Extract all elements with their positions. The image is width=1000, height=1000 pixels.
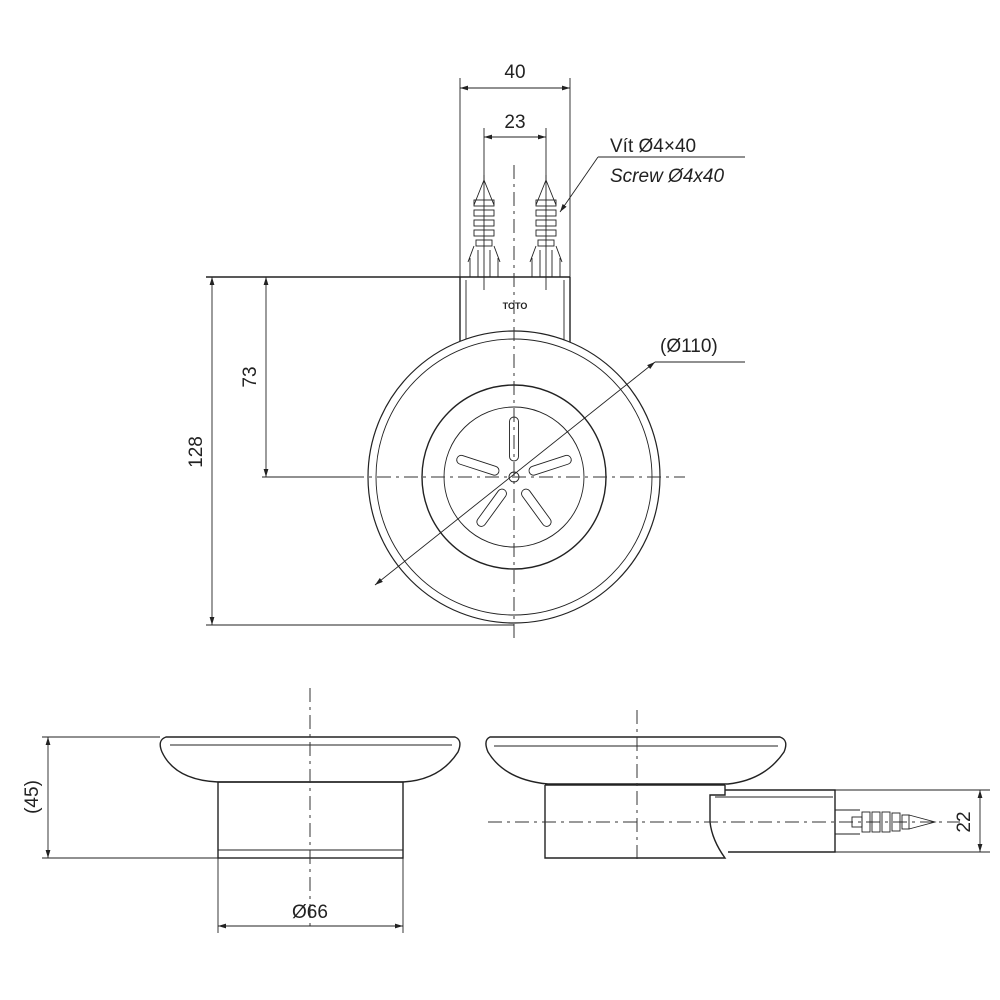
dim-110-label: (Ø110) (660, 336, 718, 357)
dim-23-label: 23 (504, 112, 525, 133)
dimension-45: (45) (22, 736, 218, 859)
dim-128-label: 128 (186, 436, 207, 468)
dimension-22: 22 (835, 789, 990, 853)
screw-right (529, 175, 563, 290)
dimension-40: 40 (459, 62, 571, 277)
dimension-23: 23 (483, 112, 547, 180)
side-screw (835, 809, 937, 835)
screw-callout: Vít Ø4×40 Screw Ø4x40 (559, 136, 745, 213)
dim-40-label: 40 (504, 62, 525, 83)
dim-66-label: Ø66 (292, 902, 328, 923)
screw-label-vi: Vít Ø4×40 (610, 136, 696, 157)
brand-mark: TOTO (503, 301, 528, 311)
dimension-73: 73 (240, 277, 350, 478)
dimension-66: Ø66 (217, 858, 404, 933)
screw-left (467, 175, 501, 290)
front-view: (45) Ø66 (22, 688, 461, 933)
dimension-128: 128 (186, 277, 514, 626)
dim-45-label: (45) (22, 780, 43, 814)
dim-73-label: 73 (240, 366, 261, 387)
dimension-110: (Ø110) (374, 336, 745, 586)
screw-label-en: Screw Ø4x40 (610, 166, 724, 187)
side-view: 22 (485, 710, 990, 862)
top-view: 40 23 Vít Ø4×40 Screw Ø4x40 (186, 62, 745, 640)
dim-22-label: 22 (954, 811, 975, 832)
